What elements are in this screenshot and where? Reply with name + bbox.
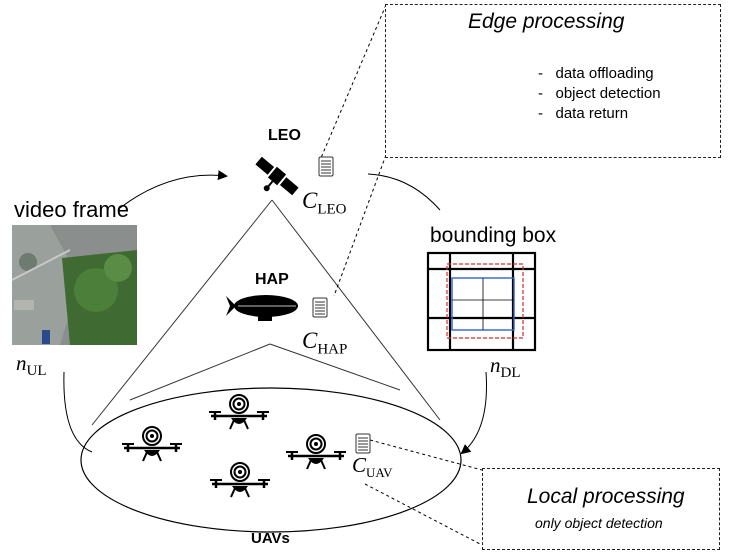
hap-coverage-left: [129, 343, 271, 401]
uav-swarm-ellipse: [80, 387, 462, 533]
edge-item-offloading: - data offloading: [538, 65, 654, 82]
n-ul-label: nUL: [16, 351, 47, 380]
c-leo-label: CLEO: [302, 188, 347, 218]
leo-coverage-left: [91, 199, 273, 426]
hap-coverage-right: [269, 343, 401, 391]
edge-item-detection: - object detection: [538, 85, 661, 102]
edge-connector-1: [317, 4, 387, 166]
edge-processing-title: Edge processing: [468, 10, 625, 33]
edge-processing-box: Edge processing - data offloading - obje…: [385, 4, 721, 158]
bounding-box-label: bounding box: [430, 224, 557, 247]
local-processing-subtitle: only object detection: [535, 515, 663, 531]
airship-icon: [226, 295, 298, 321]
c-uav-label: CUAV: [352, 453, 393, 481]
server-icon: [318, 156, 334, 177]
leo-label: LEO: [268, 127, 301, 144]
video-frame-label: video frame: [14, 197, 129, 222]
server-icon: [355, 433, 371, 454]
server-icon: [312, 297, 328, 318]
hap-label: HAP: [255, 271, 289, 288]
n-dl-label: nDL: [490, 353, 521, 382]
ndl-arrow: [460, 371, 487, 455]
c-hap-label: CHAP: [302, 328, 348, 358]
edge-item-return: - data return: [538, 105, 629, 122]
uplink-to-leo-arrow: [119, 170, 228, 209]
leo-coverage-right: [271, 199, 441, 421]
uavs-label: UAVs: [251, 530, 290, 547]
local-processing-box: Local processing only object detection: [482, 468, 720, 550]
video-frame-image: [11, 225, 137, 345]
satellite-icon: [255, 156, 299, 196]
local-processing-title: Local processing: [527, 485, 685, 508]
leo-to-bbox-curve: [367, 173, 441, 211]
local-connector-1: [369, 439, 483, 471]
nul-curve: [63, 371, 93, 453]
local-connector-2: [364, 483, 483, 546]
edge-connector-2: [333, 154, 387, 297]
bounding-box-figure: [426, 251, 537, 352]
